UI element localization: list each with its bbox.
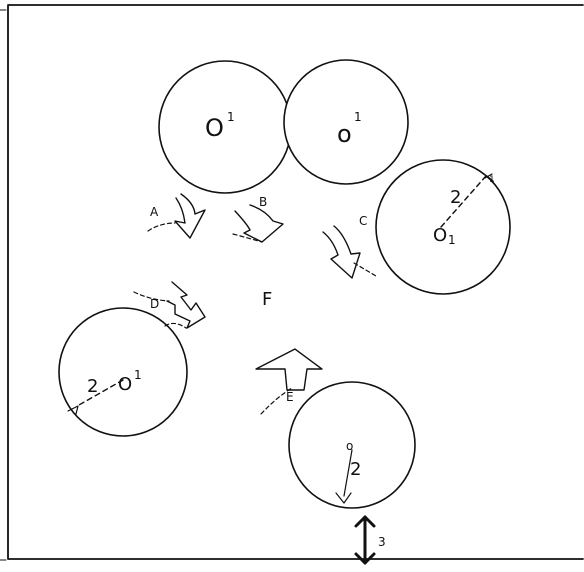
arrow-d-label: D (150, 297, 159, 311)
circle-top-left: O 1 (158, 60, 292, 194)
circle-left: O 1 2 (58, 307, 188, 437)
vertical-double-arrow-label: 3 (378, 535, 386, 549)
circle-bottom-radius-label: 2 (350, 459, 361, 480)
arrow-e: E (255, 348, 323, 415)
vertical-double-arrow: 3 (354, 515, 386, 565)
arrow-b: B (232, 195, 284, 243)
circle-bottom-label: o (346, 439, 353, 453)
circle-left-label: O (118, 374, 132, 395)
circle-bottom: o 2 (288, 381, 416, 509)
circle-top-middle-label: o (337, 120, 352, 148)
circle-top-left-superscript: 1 (227, 110, 235, 124)
arrow-b-label: B (259, 195, 267, 209)
arrow-d: D (133, 281, 206, 329)
arrow-a: A (147, 193, 206, 239)
circle-left-superscript: 1 (134, 368, 142, 382)
circle-top-middle: o 1 (283, 59, 409, 185)
circle-right-tick-label: 1 (489, 175, 495, 185)
circle-top-middle-superscript: 1 (354, 110, 362, 124)
arrow-c-label: C (359, 214, 367, 228)
center-label: F (262, 289, 272, 310)
arrow-c: C (322, 214, 377, 279)
circle-right: O 1 2 1 (375, 159, 511, 295)
arrow-e-label: E (286, 390, 294, 404)
circle-right-label: O (433, 225, 447, 246)
circle-right-radius-label: 2 (450, 187, 461, 208)
circle-left-radius-label: 2 (87, 376, 98, 397)
arrow-a-label: A (150, 205, 159, 219)
diagram-frame (0, 4, 584, 561)
circle-right-subscript: 1 (448, 233, 456, 247)
circle-top-left-label: O (205, 114, 224, 142)
